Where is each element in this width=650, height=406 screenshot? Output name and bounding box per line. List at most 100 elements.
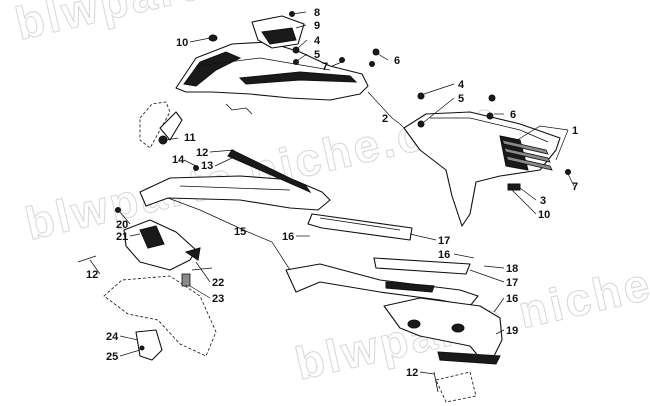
washer-5b-icon <box>417 120 425 128</box>
callout-4-right: 4 <box>458 79 465 91</box>
screw-7b-icon <box>565 169 571 175</box>
callout-13: 13 <box>201 160 213 172</box>
leader-22 <box>195 261 211 283</box>
leader-9 <box>295 24 307 29</box>
visor-shadow <box>261 27 297 45</box>
louver-3 <box>505 155 553 171</box>
rivet-4-icon <box>292 46 300 54</box>
callout-18: 18 <box>506 263 518 275</box>
lower-left-assembly <box>77 207 217 361</box>
bolt-20-icon <box>115 207 121 213</box>
callout-7: 7 <box>322 61 328 73</box>
callout-16-lower: 16 <box>506 293 518 305</box>
callout-16-mid: 16 <box>438 249 450 261</box>
callout-12: 12 <box>196 147 208 159</box>
leader-10b <box>511 189 537 215</box>
callout-5-right: 5 <box>458 93 464 105</box>
leader-5b <box>423 97 455 123</box>
leader-24 <box>119 335 139 341</box>
leader-8 <box>291 11 307 15</box>
louver-1 <box>501 139 549 155</box>
wire-harness <box>225 103 253 115</box>
leader-15a <box>247 231 291 271</box>
vent-louvers <box>499 135 553 171</box>
frame-ghost-lower-left <box>103 275 217 357</box>
callout-9: 9 <box>314 20 320 32</box>
right-side-panel <box>403 92 571 227</box>
leader-5a <box>297 53 308 61</box>
screw-7-icon <box>339 57 345 63</box>
leader-2b <box>367 91 393 119</box>
callout-12-left: 12 <box>86 269 98 281</box>
callout-10-right: 10 <box>538 209 550 221</box>
callout-19: 19 <box>506 325 518 337</box>
callout-8: 8 <box>314 7 320 19</box>
callout-5: 5 <box>314 49 320 61</box>
trim-strip-13 <box>227 149 312 194</box>
bracket-22-arrow <box>184 247 201 261</box>
callout-6: 6 <box>394 55 400 67</box>
washer-6b-icon <box>486 112 494 120</box>
leader-2 <box>391 117 405 129</box>
upper-console-panel <box>139 11 380 149</box>
step-bracket <box>383 297 503 403</box>
nut-11-icon <box>158 135 168 145</box>
bolt-12c <box>433 371 439 393</box>
leader-16c <box>493 297 505 313</box>
nut-10-icon <box>208 34 218 42</box>
leader-6a <box>377 53 389 61</box>
callout-10: 10 <box>176 37 188 49</box>
leader-11 <box>165 137 179 141</box>
side-panel-edge <box>430 117 549 143</box>
callout-16: 16 <box>282 231 294 243</box>
leader-16b <box>453 253 475 259</box>
callout-12-bottom: 12 <box>406 367 418 379</box>
callout-20: 20 <box>116 219 128 231</box>
leader-13 <box>214 157 233 167</box>
callout-14: 14 <box>172 154 185 166</box>
leader-7a <box>331 61 343 67</box>
console-edge <box>195 57 331 71</box>
callout-7-right: 7 <box>572 181 578 193</box>
leader-20 <box>119 211 131 225</box>
bracket-11 <box>159 111 183 141</box>
leader-17a <box>409 233 437 241</box>
leader-4b <box>423 83 455 95</box>
leader-25 <box>119 349 141 357</box>
footrest-17-lower <box>373 257 471 275</box>
leader-12c <box>419 371 435 375</box>
callout-2: 2 <box>382 113 388 125</box>
console-shadow <box>183 51 242 87</box>
leader-1a <box>513 125 569 143</box>
leader-19 <box>495 329 505 335</box>
leader-18 <box>483 265 505 269</box>
frame-ghost-left <box>139 101 171 149</box>
watermark-line-1: blwparts niche.com <box>11 0 494 50</box>
plate-24 <box>135 329 163 361</box>
callout-17: 17 <box>438 235 450 247</box>
leader-15b <box>167 197 249 233</box>
callout-11: 11 <box>184 132 196 144</box>
rivet-6-icon <box>372 48 380 56</box>
running-board <box>139 149 479 307</box>
leader-12b <box>89 259 101 275</box>
console-trim <box>238 71 358 85</box>
leader-3 <box>519 187 537 201</box>
leader-14 <box>183 159 197 167</box>
callout-23: 23 <box>212 293 224 305</box>
footrest-17-upper <box>307 213 413 241</box>
callout-22: 22 <box>212 277 224 289</box>
rail-slot <box>385 281 435 293</box>
callout-4: 4 <box>314 35 321 47</box>
bracket-foot <box>437 351 501 365</box>
leader-1b <box>555 129 569 161</box>
bolt-3-icon <box>507 183 521 191</box>
callout-15: 15 <box>234 226 246 238</box>
callout-24: 24 <box>106 331 119 343</box>
bracket-hole-1 <box>407 319 421 329</box>
callout-25: 25 <box>106 351 118 363</box>
runner-rail-15 <box>139 175 331 211</box>
washer-6-icon <box>369 61 375 67</box>
